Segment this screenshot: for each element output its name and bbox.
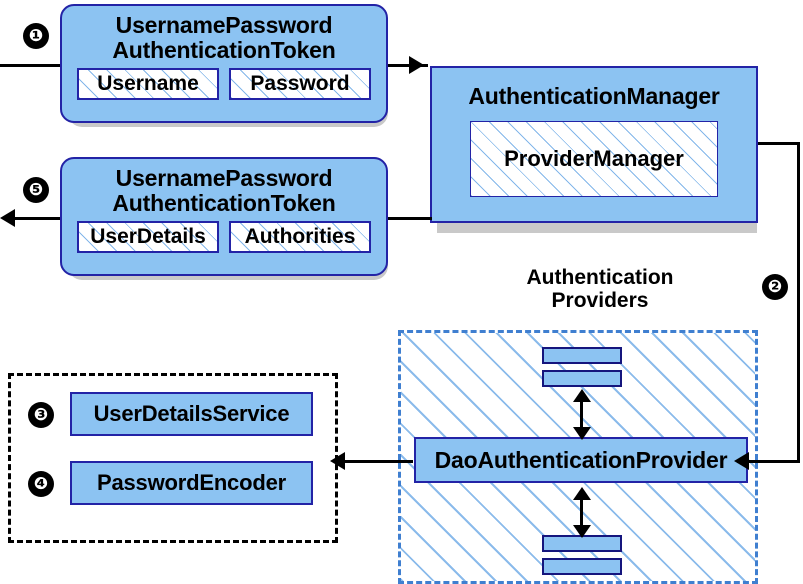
passwordencoder-label: PasswordEncoder [97,470,286,496]
arrowhead-chain-top-up [573,389,591,402]
request-token-title: UsernamePassword AuthenticationToken [112,13,335,62]
userdetailsservice-box[interactable]: UserDetailsService [70,392,313,436]
request-token-fields: Username Password [77,68,371,101]
providers-group-label: Authentication Providers [480,266,720,312]
arrowhead-outbound-response [0,209,15,227]
connector-provider-chain-bottom [580,493,583,529]
request-token-title-line2: AuthenticationToken [112,36,336,63]
dao-authentication-provider-label: DaoAuthenticationProvider [434,446,728,473]
step-marker-1: ❶ [23,23,49,49]
arrowhead-chain-bottom-up [573,487,591,500]
response-token-field-authorities[interactable]: Authorities [229,221,371,254]
step-marker-2: ❷ [762,274,788,300]
request-token-title-line1: UsernamePassword [115,12,333,38]
step-marker-5: ❺ [23,177,49,203]
arrowhead-to-manager [409,56,424,74]
arrowhead-to-dependencies [330,452,345,470]
providers-group-label-line1: Authentication [526,266,674,289]
other-provider-bar-top-1[interactable] [542,347,622,364]
connector-token-to-manager [388,64,428,67]
connector-outbound-response [14,217,60,220]
response-token-field-userdetails[interactable]: UserDetails [77,221,219,254]
arrowhead-chain-top-down [573,427,591,440]
arrowhead-into-provider [734,452,749,470]
passwordencoder-box[interactable]: PasswordEncoder [70,461,313,505]
response-token-title: UsernamePassword AuthenticationToken [112,166,335,215]
connector-manager-to-response [388,217,432,220]
other-provider-bar-top-2[interactable] [542,370,622,387]
provider-manager-box[interactable]: ProviderManager [470,120,718,197]
userdetailsservice-label: UserDetailsService [93,401,290,427]
other-provider-bar-bottom-2[interactable] [542,558,622,575]
authentication-manager-title: AuthenticationManager [468,83,720,109]
dao-authentication-provider-box[interactable]: DaoAuthenticationProvider [414,437,748,483]
response-token-box[interactable]: UsernamePassword AuthenticationToken Use… [60,157,388,276]
connector-inbound-request [0,64,60,67]
step-marker-4: ❹ [28,471,54,497]
response-token-title-line1: UsernamePassword [115,165,333,191]
providers-group-label-line2: Providers [551,289,649,313]
request-token-field-username[interactable]: Username [77,68,219,101]
request-token-field-password[interactable]: Password [229,68,371,101]
connector-manager-right [758,142,800,145]
connector-into-provider [737,460,800,463]
authentication-manager-box[interactable]: AuthenticationManager ProviderManager [430,66,758,223]
connector-down-to-provider [797,142,800,462]
step-marker-3: ❸ [28,402,54,428]
response-token-title-line2: AuthenticationToken [112,189,336,216]
arrowhead-chain-bottom-down [573,525,591,538]
connector-provider-to-dependencies [343,460,413,463]
request-token-box[interactable]: UsernamePassword AuthenticationToken Use… [60,4,388,123]
connector-provider-chain-top [580,395,583,431]
response-token-fields: UserDetails Authorities [77,221,371,254]
